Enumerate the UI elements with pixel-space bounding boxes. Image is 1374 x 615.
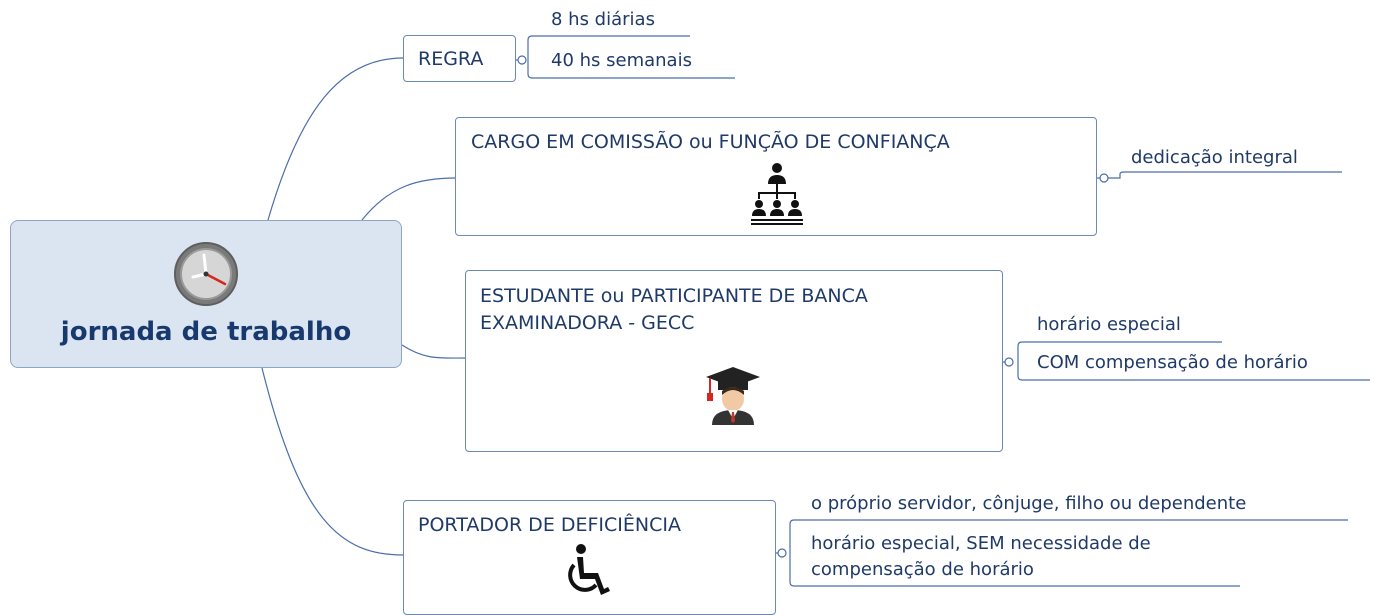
graduate-icon (706, 367, 760, 425)
topic-regra[interactable]: REGRA (403, 35, 516, 82)
clock-icon (174, 242, 238, 306)
subtopic-sem-compensacao-1[interactable]: horário especial, SEM necessidade de (811, 533, 1151, 554)
topic-regra-label: REGRA (418, 48, 484, 70)
org-chart-icon (751, 163, 803, 225)
subtopic-8hs[interactable]: 8 hs diárias (551, 9, 655, 30)
subtopic-horario-especial[interactable]: horário especial (1037, 314, 1181, 335)
wheelchair-icon (568, 544, 610, 595)
topic-cargo[interactable]: CARGO EM COMISSÃO ou FUNÇÃO DE CONFIANÇA (455, 117, 1097, 236)
subtopic-40hs[interactable]: 40 hs semanais (551, 50, 692, 71)
topic-estudante-label-2: EXAMINADORA - GECC (480, 312, 695, 334)
topic-estudante[interactable]: ESTUDANTE ou PARTICIPANTE DE BANCA EXAMI… (465, 270, 1003, 452)
branch-portador (261, 367, 404, 556)
subtopic-sem-compensacao-2[interactable]: compensação de horário (811, 559, 1034, 580)
topic-cargo-label: CARGO EM COMISSÃO ou FUNÇÃO DE CONFIANÇA (471, 131, 950, 153)
branch-cargo (361, 177, 457, 221)
central-topic[interactable]: jornada de trabalho (10, 220, 402, 368)
subtopic-proprio-servidor[interactable]: o próprio servidor, cônjuge, filho ou de… (811, 493, 1247, 514)
topic-portador-label: PORTADOR DE DEFICIÊNCIA (418, 514, 681, 536)
central-title: jornada de trabalho (60, 317, 352, 347)
branch-estudante (401, 344, 467, 359)
topic-portador[interactable]: PORTADOR DE DEFICIÊNCIA (403, 500, 776, 615)
subtopic-com-compensacao[interactable]: COM compensação de horário (1037, 352, 1308, 373)
branch-regra (267, 57, 404, 221)
subtopic-dedicacao[interactable]: dedicação integral (1131, 147, 1298, 168)
topic-estudante-label-1: ESTUDANTE ou PARTICIPANTE DE BANCA (480, 285, 868, 307)
